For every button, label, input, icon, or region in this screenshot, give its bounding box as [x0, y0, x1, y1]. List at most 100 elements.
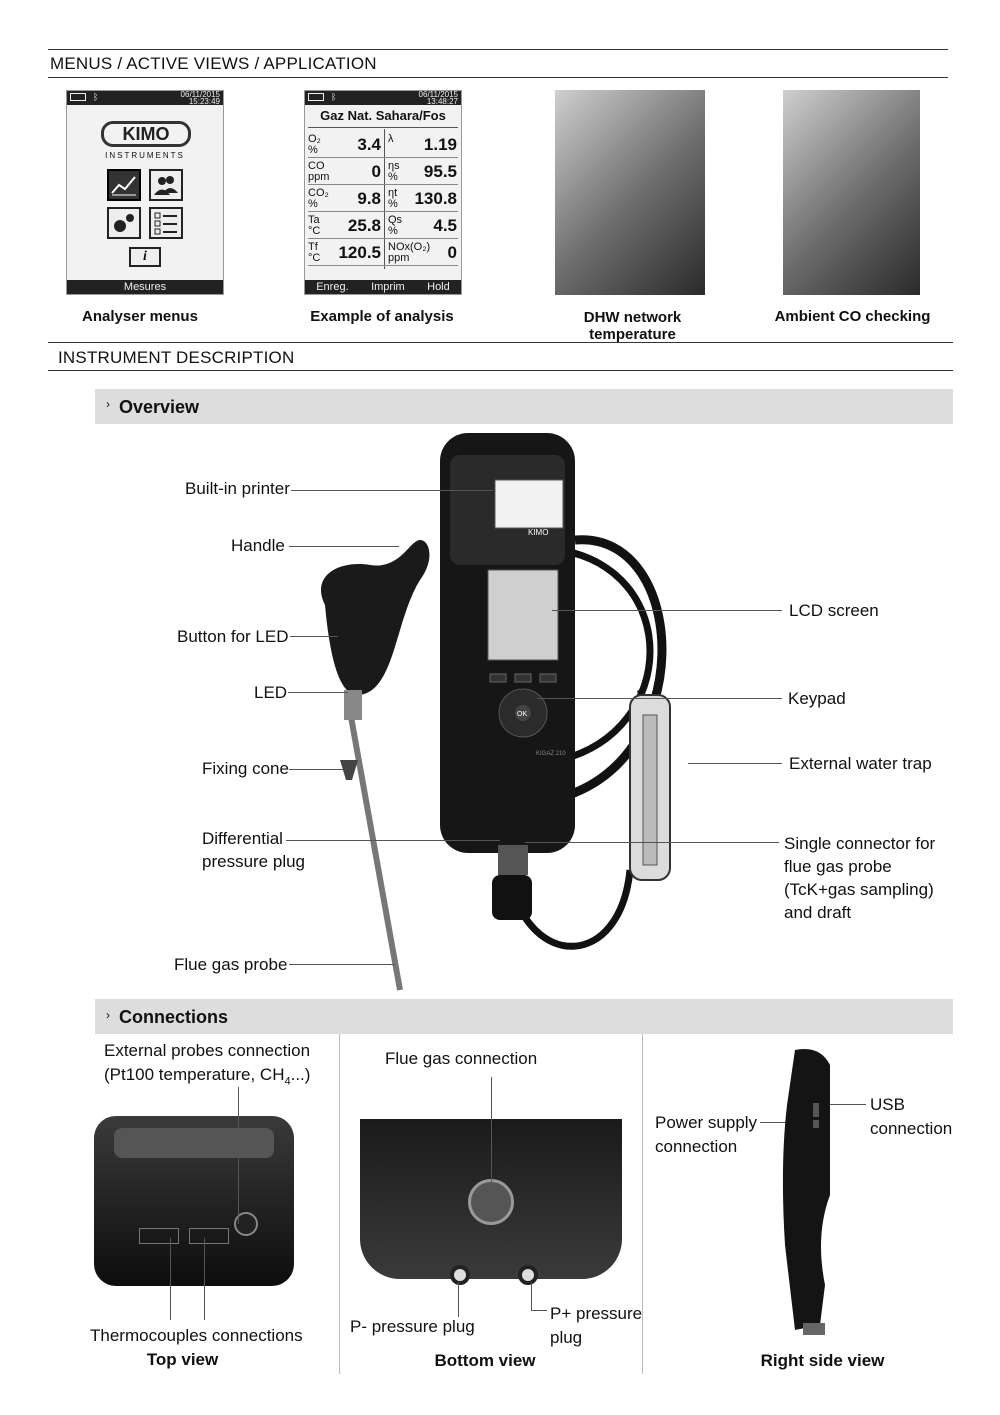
row-value-right: 4.5 — [433, 216, 457, 235]
row-label-right: Qs — [388, 214, 403, 226]
caption-ambient-co: Ambient CO checking — [774, 308, 931, 325]
callout-p-minus: P- pressure plug — [350, 1317, 475, 1336]
screen-bottom-bar: Mesures — [67, 280, 223, 294]
callout-external-probes-1: External probes connection — [104, 1041, 311, 1060]
callout-flue-gas-connection: Flue gas connection — [385, 1049, 538, 1068]
row-value-left: 120.5 — [338, 243, 381, 262]
device-model-label: KIGAZ 210 — [536, 751, 566, 757]
analyser-device-image: KIMO OK KIGAZ 210 — [321, 433, 671, 991]
callout-connector-3: (TcK+gas sampling) — [784, 880, 934, 899]
row-label-right: NOx(O₂) — [388, 241, 431, 253]
imprim-button[interactable]: Imprim — [371, 281, 405, 293]
callout-usb-2: connection — [870, 1119, 953, 1138]
description-rule-bottom — [48, 370, 953, 371]
row-label-left: Tf — [308, 241, 318, 253]
callout-built-in-printer: Built-in printer — [185, 479, 290, 498]
gears-icon[interactable] — [107, 207, 141, 239]
callout-p-plus-2: plug — [550, 1328, 583, 1347]
row-unit-right: % — [388, 171, 398, 183]
row-separator — [308, 184, 458, 185]
callout-handle: Handle — [231, 536, 285, 555]
menus-rule — [48, 77, 948, 78]
callout-button-for-led: Button for LED — [177, 627, 289, 646]
caption-analyser-menus: Analyser menus — [82, 308, 198, 325]
battery-icon — [70, 93, 86, 101]
row-label-right: λ — [388, 133, 394, 145]
row-unit-left: °C — [308, 225, 321, 237]
section-title-description: INSTRUMENT DESCRIPTION — [58, 348, 295, 367]
callout-usb-1: USB — [870, 1095, 905, 1114]
kimo-logo-sub: INSTRUMENTS — [105, 151, 185, 160]
bluetooth-icon: ᛒ — [331, 92, 337, 102]
row-value-right: 130.8 — [414, 189, 457, 208]
callout-keypad: Keypad — [788, 689, 846, 708]
row-value-left: 0 — [371, 162, 381, 181]
caption-example-analysis: Example of analysis — [310, 308, 454, 325]
callout-thermocouples: Thermocouples connections — [90, 1326, 303, 1345]
callout-differential: Differential — [202, 829, 283, 848]
row-separator — [308, 157, 458, 158]
checklist-icon[interactable] — [149, 207, 183, 239]
dhw-photo — [555, 90, 705, 295]
row-unit-right: % — [388, 198, 398, 210]
fixing-cone-shape — [340, 760, 358, 780]
overview-marker: › — [106, 397, 110, 411]
enreg-button[interactable]: Enreg. — [316, 281, 349, 293]
hold-button[interactable]: Hold — [427, 281, 450, 293]
caption-top-view: Top view — [146, 1350, 219, 1369]
ok-button-label: OK — [517, 711, 527, 718]
row-separator — [308, 265, 458, 266]
bluetooth-icon: ᛒ — [93, 92, 99, 102]
row-label-left: Ta — [308, 214, 320, 226]
row-unit-left: ppm — [308, 171, 330, 183]
mesures-label[interactable]: Mesures — [123, 281, 167, 293]
row-label-right: ηs — [388, 160, 400, 172]
row-value-right: 0 — [447, 243, 457, 262]
screen-bottom-bar: Enreg. Imprim Hold — [305, 280, 461, 294]
callout-flue-gas-probe: Flue gas probe — [174, 955, 288, 974]
overview-title: Overview — [119, 397, 200, 417]
connections-bar — [95, 999, 953, 1034]
callout-power-2: connection — [655, 1137, 738, 1156]
section-title-menus: MENUS / ACTIVE VIEWS / APPLICATION — [50, 54, 377, 73]
ambient-co-photo — [783, 90, 920, 295]
callout-lcd-screen: LCD screen — [789, 601, 879, 620]
row-unit-left: % — [308, 198, 318, 210]
overview-bar — [95, 389, 953, 424]
callout-external-probes-2: (Pt100 temperature, CH4...) — [104, 1065, 311, 1088]
row-label-left: CO₂ — [308, 187, 329, 199]
caption-dhw: DHW network temperature — [583, 309, 682, 343]
users-icon[interactable] — [149, 169, 183, 201]
callout-connector-1: Single connector for — [784, 834, 936, 853]
row-label-left: CO — [308, 160, 325, 172]
top-rule — [48, 49, 948, 50]
row-value-left: 3.4 — [357, 135, 381, 154]
callout-p-plus-1: P+ pressure — [550, 1304, 643, 1323]
top-view-image — [94, 1116, 294, 1286]
row-value-right: 95.5 — [423, 162, 457, 181]
row-value-left: 9.8 — [357, 189, 381, 208]
battery-icon — [308, 93, 324, 101]
row-separator — [308, 238, 458, 239]
row-value-left: 25.8 — [347, 216, 381, 235]
callout-water-trap: External water trap — [789, 754, 932, 773]
callout-led: LED — [254, 683, 288, 702]
row-value-right: 1.19 — [423, 135, 457, 154]
connections-marker: › — [106, 1008, 110, 1022]
callout-fixing-cone: Fixing cone — [202, 759, 289, 778]
info-icon[interactable]: i — [129, 247, 161, 267]
row-unit-right: ppm — [388, 252, 410, 264]
callout-connector-4: and draft — [784, 903, 852, 922]
gas-title: Gaz Nat. Sahara/Fos — [320, 108, 446, 123]
kimo-logo: KIMO — [101, 121, 191, 147]
right-side-view-image — [782, 1049, 830, 1335]
caption-bottom-view: Bottom view — [434, 1351, 536, 1370]
chart-icon[interactable] — [107, 169, 141, 201]
callout-pressure-plug: pressure plug — [202, 852, 306, 871]
